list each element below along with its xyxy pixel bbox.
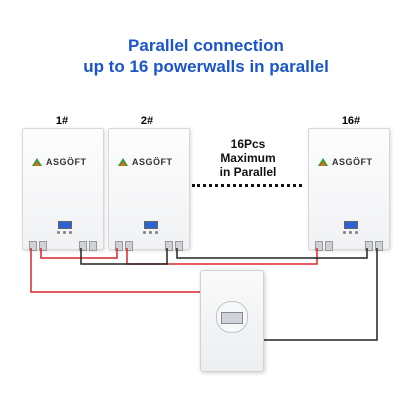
parallel-note-line1: 16Pcs <box>230 137 266 151</box>
battery-label-16: 16# <box>341 115 361 127</box>
terminal-positive <box>315 241 323 251</box>
battery-unit-16: ASGÖFT <box>308 128 390 251</box>
parallel-note-line3: in Parallel <box>219 165 277 179</box>
terminal-positive <box>115 241 123 251</box>
hybrid-inverter <box>200 270 264 372</box>
parallel-note: 16Pcs Maximum in Parallel <box>208 137 288 179</box>
terminal-negative <box>89 241 97 251</box>
battery-label-2: 2# <box>140 115 154 127</box>
battery-unit-2: ASGÖFT <box>108 128 190 251</box>
button[interactable] <box>155 231 158 234</box>
positive-wire <box>30 248 200 293</box>
parallel-note-line2: Maximum <box>220 151 276 165</box>
positive-wire <box>126 248 318 265</box>
leaf-sun-logo-icon <box>118 158 128 166</box>
terminal-negative <box>175 241 183 251</box>
display-screen <box>58 221 72 229</box>
brand-mark: ASGÖFT <box>317 156 373 168</box>
negative-wire <box>176 248 368 259</box>
negative-wire <box>262 248 378 341</box>
brand-name: ASGÖFT <box>332 157 373 167</box>
terminal-positive <box>125 241 133 251</box>
button[interactable] <box>355 231 358 234</box>
battery-label-1: 1# <box>55 115 69 127</box>
negative-wire <box>80 248 168 265</box>
terminal-negative <box>375 241 383 251</box>
brand-mark: ASGÖFT <box>31 156 87 168</box>
display-screen <box>144 221 158 229</box>
diagram-title-line1: Parallel connection <box>128 36 284 55</box>
brand-name: ASGÖFT <box>46 157 87 167</box>
terminal-negative <box>165 241 173 251</box>
inverter-screen <box>221 312 243 324</box>
button[interactable] <box>63 231 66 234</box>
diagram-title-line2: up to 16 powerwalls in parallel <box>83 57 329 76</box>
brand-mark: ASGÖFT <box>117 156 173 168</box>
terminal-positive <box>325 241 333 251</box>
terminal-positive <box>29 241 37 251</box>
button[interactable] <box>69 231 72 234</box>
leaf-sun-logo-icon <box>318 158 328 166</box>
positive-wire <box>40 248 118 259</box>
button[interactable] <box>57 231 60 234</box>
button[interactable] <box>143 231 146 234</box>
terminal-negative <box>365 241 373 251</box>
display-screen <box>344 221 358 229</box>
button[interactable] <box>343 231 346 234</box>
terminal-positive <box>39 241 47 251</box>
terminal-negative <box>79 241 87 251</box>
continuation-dots <box>192 184 302 191</box>
brand-name: ASGÖFT <box>132 157 173 167</box>
battery-unit-1: ASGÖFT <box>22 128 104 251</box>
button[interactable] <box>349 231 352 234</box>
button[interactable] <box>149 231 152 234</box>
leaf-sun-logo-icon <box>32 158 42 166</box>
